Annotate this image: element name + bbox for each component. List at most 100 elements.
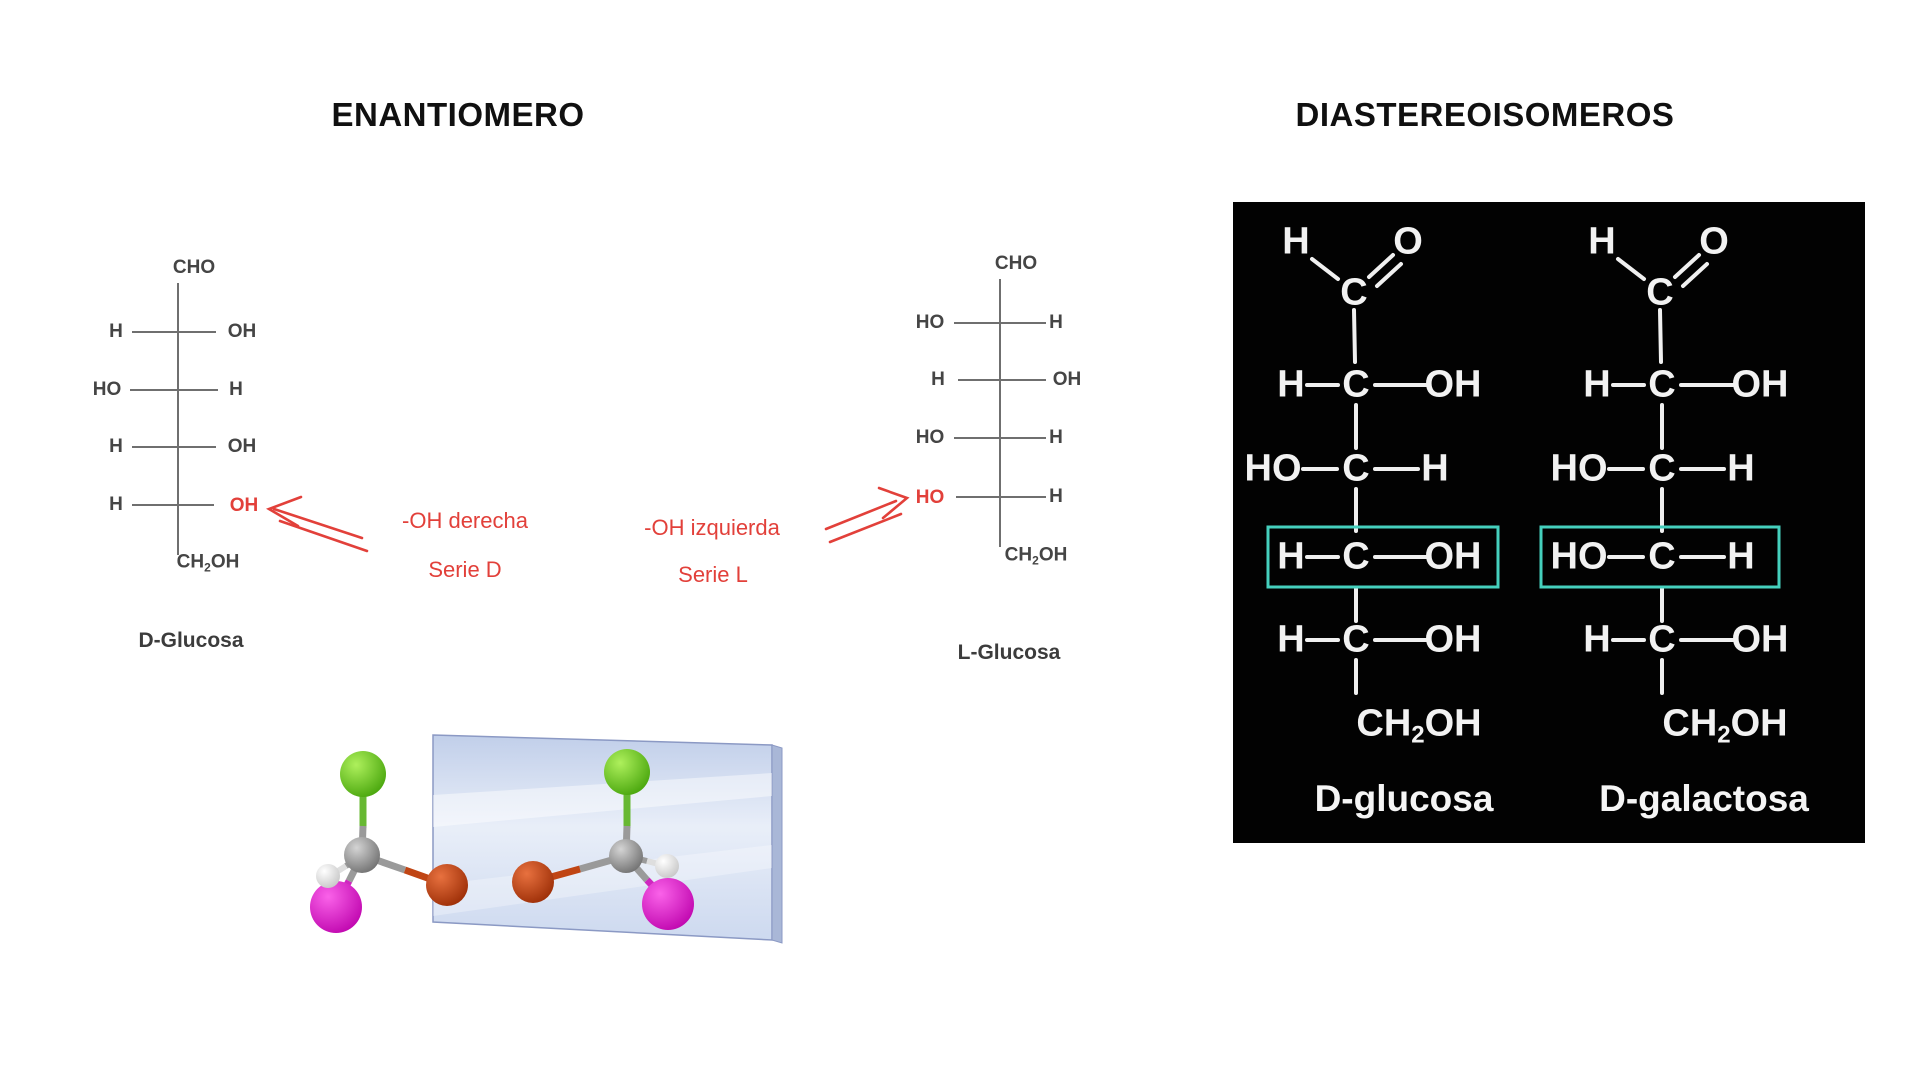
atom-label: H [109, 494, 123, 515]
atom-label: C [1648, 535, 1676, 578]
atom-label: H [229, 379, 243, 400]
molecule-name-d-glucosa: D-glucosa [1314, 778, 1494, 819]
atom-label: O [1699, 220, 1729, 263]
bond-vertical [177, 283, 179, 555]
mirror-streak [433, 773, 772, 827]
molecule-name-l-glucosa: L-Glucosa [957, 641, 1061, 664]
arrow-shaft [828, 512, 903, 544]
ch2oh-pre: CH [1662, 702, 1718, 745]
ch2oh-sub: 2 [1717, 721, 1731, 749]
annotation-serie-d: Serie D [428, 557, 502, 582]
atom-label: OH [1424, 363, 1482, 406]
atom-label-cho: CHO [994, 253, 1038, 274]
atom-label-ch2oh: CH2OH [1356, 703, 1481, 750]
atom-label: C [1648, 618, 1676, 661]
molecule-name-d-glucosa: D-Glucosa [138, 629, 244, 652]
title-enantiomero: ENANTIOMERO [331, 96, 585, 133]
atom-label: HO [1244, 447, 1302, 490]
atom-label: C [1340, 271, 1368, 314]
atom-label: H [1282, 220, 1310, 263]
atom-label: HO [915, 427, 945, 448]
arrow-shaft [272, 507, 364, 540]
atom-label: H [109, 321, 123, 342]
atom-ball-hydrogen [655, 854, 679, 878]
bond [1375, 262, 1403, 288]
bond-horizontal [132, 504, 214, 506]
mirror-face [432, 734, 773, 941]
panel-bonds [1266, 253, 1781, 695]
atom-ball-green [604, 749, 650, 795]
atom-label: H [1277, 535, 1305, 578]
bond [1352, 308, 1357, 364]
atom-label: C [1342, 618, 1370, 661]
atom-label-oh-highlighted: OH [229, 495, 259, 516]
atom-label: C [1342, 447, 1370, 490]
atom-label-ch2oh: CH2OH [1662, 703, 1787, 750]
bond-vertical [999, 279, 1001, 547]
bond-horizontal [954, 322, 1046, 324]
atom-label: H [1727, 535, 1755, 578]
ch2oh-post: OH [1730, 702, 1788, 745]
atom-label: OH [1731, 618, 1789, 661]
highlight-box-d-galactosa-c4 [1539, 525, 1781, 589]
atom-label: O [1393, 220, 1423, 263]
molecule-right [512, 749, 694, 930]
atom-label: H [1583, 363, 1611, 406]
atom-label: H [109, 436, 123, 457]
atom-label: C [1646, 271, 1674, 314]
atom-label: HO [915, 312, 945, 333]
bond-horizontal [954, 437, 1046, 439]
bond [1658, 308, 1663, 364]
bond [1367, 253, 1395, 279]
atom-ball-carbon [344, 837, 380, 873]
atom-label: OH [1424, 618, 1482, 661]
bond-horizontal [132, 331, 216, 333]
atom-label: H [1049, 312, 1063, 333]
mirror-molecule-illustration [310, 734, 783, 944]
atom-label: OH [1424, 535, 1482, 578]
annotation-oh-derecha: -OH derecha [402, 508, 528, 533]
atom-label: C [1648, 447, 1676, 490]
atom-label: C [1342, 535, 1370, 578]
mirror-edge [771, 744, 783, 944]
bond [1673, 253, 1701, 279]
atom-label: H [1588, 220, 1616, 263]
arrow-head [265, 495, 303, 528]
molecule-left [310, 751, 468, 933]
atom-label: HO [1550, 447, 1608, 490]
atom-ball-carbon [609, 839, 643, 873]
atom-label: OH [1052, 369, 1082, 390]
atom-label: OH [1731, 363, 1789, 406]
atom-label: OH [227, 321, 257, 342]
atom-label: H [1049, 486, 1063, 507]
bond [1310, 257, 1340, 281]
ch2oh-sub: 2 [204, 560, 211, 575]
ch2oh-pre: CH [1356, 702, 1412, 745]
ch2oh-post: OH [210, 551, 240, 573]
atom-label-ch2oh: CH2OH [177, 552, 240, 575]
mirror-streak [433, 845, 772, 916]
bond-horizontal [958, 379, 1046, 381]
bond-horizontal [132, 446, 216, 448]
atom-label: C [1342, 363, 1370, 406]
diastereomer-panel: H O C H C OH HO C H H C OH H C OH CH2OH … [1233, 202, 1865, 843]
atom-label: H [1421, 447, 1449, 490]
highlight-box-d-glucosa-c4 [1266, 525, 1500, 589]
arrow-shaft [824, 499, 898, 531]
ch2oh-pre: CH [1004, 544, 1033, 566]
atom-ball-green [340, 751, 386, 797]
annotation-serie-l: Serie L [678, 562, 748, 587]
arrow-head [877, 486, 910, 520]
atom-label: H [1049, 427, 1063, 448]
arrow-to-d-glucosa-oh [265, 495, 369, 553]
atom-label: HO [92, 379, 122, 400]
atom-ball-hydrogen [316, 864, 340, 888]
atom-label: H [1277, 618, 1305, 661]
atom-ball-red-orange [512, 861, 554, 903]
atom-label: H [1727, 447, 1755, 490]
atom-label-ch2oh: CH2OH [1005, 545, 1068, 568]
bond-horizontal [130, 389, 218, 391]
annotation-oh-izquierda: -OH izquierda [644, 515, 780, 540]
atom-label: H [1583, 618, 1611, 661]
